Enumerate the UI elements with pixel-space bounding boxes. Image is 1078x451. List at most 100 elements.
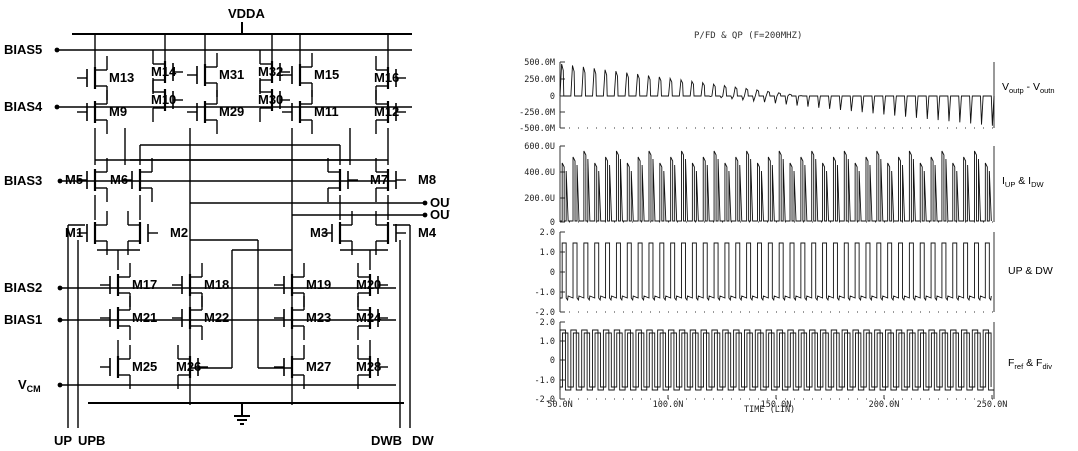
transistor-m15: M15	[282, 53, 339, 97]
y-tick-label: 0	[550, 268, 555, 278]
y-tick-label: -2.0	[535, 395, 555, 405]
waveform-traces	[559, 63, 995, 391]
transistor-m3: M3	[310, 211, 353, 255]
transistor-label-m1: M1	[65, 225, 83, 240]
transistor-m2: M2	[127, 211, 188, 255]
ground-icon	[234, 403, 250, 425]
transistor-label-m25: M25	[132, 359, 157, 374]
bias4-rail: BIAS4	[4, 99, 412, 114]
transistor-m5: M5	[65, 158, 108, 202]
transistor-m11: M11	[282, 90, 339, 134]
y-tick-label: 2.0	[540, 318, 555, 328]
y-tick-label: -1.0	[535, 288, 555, 298]
waveform-title: P/FD & QP (F=200MHZ)	[694, 31, 802, 41]
transistor-m23: M23	[274, 296, 331, 340]
transistor-label-m2: M2	[170, 225, 188, 240]
panel-label-voutp-voutn: Voutp - Voutn	[1002, 81, 1055, 95]
transistor-label-m32: M32	[258, 64, 283, 79]
vdda-label: VDDA	[228, 6, 265, 21]
transistor-label-m14: M14	[151, 64, 177, 79]
y-tick-label: -250.0M	[519, 108, 555, 118]
svg-text:BIAS1: BIAS1	[4, 312, 42, 327]
transistor-label-m26: M26	[176, 359, 201, 374]
transistor-m28: M28	[356, 345, 388, 389]
transistor-label-m23: M23	[306, 310, 331, 325]
bias1-rail: BIAS1	[4, 312, 396, 327]
svg-text:UP: UP	[54, 433, 72, 448]
transistor-label-m5: M5	[65, 172, 83, 187]
transistor-label-m21: M21	[132, 310, 157, 325]
bias2-rail: BIAS2	[4, 280, 396, 295]
transistor-m25: M25	[100, 345, 157, 389]
vcm-rail: VCM	[18, 377, 396, 394]
transistor-label-m30: M30	[258, 92, 283, 107]
y-tick-label: 0	[550, 218, 555, 228]
transistor-m13: M13	[77, 56, 134, 100]
x-tick-label: 50.0N	[547, 400, 573, 410]
transistor-m20: M20	[356, 263, 388, 307]
transistor-label-m13: M13	[109, 70, 134, 85]
transistor-m7: M7	[327, 158, 388, 202]
transistor-m14: M14	[151, 50, 183, 94]
out-line: OUT	[190, 195, 450, 210]
transistor-m17: M17	[100, 263, 157, 307]
transistor-label-m11: M11	[314, 104, 339, 119]
transistor-label-m24: M24	[356, 310, 382, 325]
transistor-label-m20: M20	[356, 277, 381, 292]
transistor-label-m22: M22	[204, 310, 229, 325]
x-tick-label: 250.0N	[977, 400, 1008, 410]
svg-text:OUTB: OUTB	[430, 207, 450, 222]
transistor-label-m31: M31	[219, 67, 244, 82]
y-tick-label: -2.0	[535, 308, 555, 318]
transistor-m29: M29	[187, 90, 244, 134]
internal-wires	[94, 34, 389, 405]
svg-text:BIAS3: BIAS3	[4, 173, 42, 188]
y-tick-label: -1.0	[535, 376, 555, 386]
transistor-m21: M21	[100, 296, 157, 340]
panel-label-iup-idw: IUP & IDW	[1002, 175, 1045, 189]
transistor-label-m3: M3	[310, 225, 328, 240]
panel-label-up-dw: UP & DW	[1008, 265, 1053, 277]
y-tick-label: 0	[550, 92, 555, 102]
transistor-m24: M24	[356, 296, 388, 340]
bias3-rail: BIAS3	[4, 173, 396, 188]
svg-text:UPB: UPB	[78, 433, 105, 448]
transistor-label-m9: M9	[109, 104, 127, 119]
waveform-axes: 500.0M250.0M0-250.0M-500.0M600.0U400.0U2…	[519, 58, 1007, 410]
svg-text:VCM: VCM	[18, 377, 41, 394]
transistor-m9: M9	[77, 90, 127, 134]
transistor-label-m12: M12	[374, 104, 399, 119]
y-tick-label: 400.0U	[524, 168, 555, 178]
transistor-m6: M6	[110, 158, 153, 202]
bias5-rail: BIAS5	[4, 42, 412, 57]
y-tick-label: 250.0M	[524, 75, 555, 85]
trace-up-dw	[560, 242, 992, 302]
y-tick-label: 2.0	[540, 228, 555, 238]
transistor-label-m7: M7	[370, 172, 388, 187]
transistor-m19: M19	[274, 263, 331, 307]
transistor-label-m29: M29	[219, 104, 244, 119]
transistor-m1: M1	[65, 211, 108, 255]
svg-text:BIAS4: BIAS4	[4, 99, 43, 114]
waveform-panel-4: 2.01.00-1.0-2.0	[535, 318, 995, 405]
transistor-label-m15: M15	[314, 67, 339, 82]
transistor-label-m17: M17	[132, 277, 157, 292]
transistor-m30: M30	[258, 78, 290, 122]
y-tick-label: 500.0M	[524, 58, 555, 68]
transistor-m27: M27	[274, 345, 331, 389]
transistor-m22: M22	[172, 296, 229, 340]
transistor-m32: M32	[258, 50, 290, 94]
y-tick-label: 200.0U	[524, 194, 555, 204]
transistor-m8: M8	[375, 158, 436, 202]
transistor-m10: M10	[151, 78, 183, 122]
x-tick-label: 200.0N	[869, 400, 900, 410]
transistor-m16: M16	[374, 56, 406, 100]
panel-label-fref-fdiv: Fref & Fdiv	[1008, 357, 1052, 371]
y-tick-label: -500.0M	[519, 124, 555, 134]
transistor-label-m6: M6	[110, 172, 128, 187]
y-tick-label: 1.0	[540, 337, 555, 347]
transistor-label-m8: M8	[418, 172, 436, 187]
transistor-label-m28: M28	[356, 359, 381, 374]
y-tick-label: 1.0	[540, 248, 555, 258]
